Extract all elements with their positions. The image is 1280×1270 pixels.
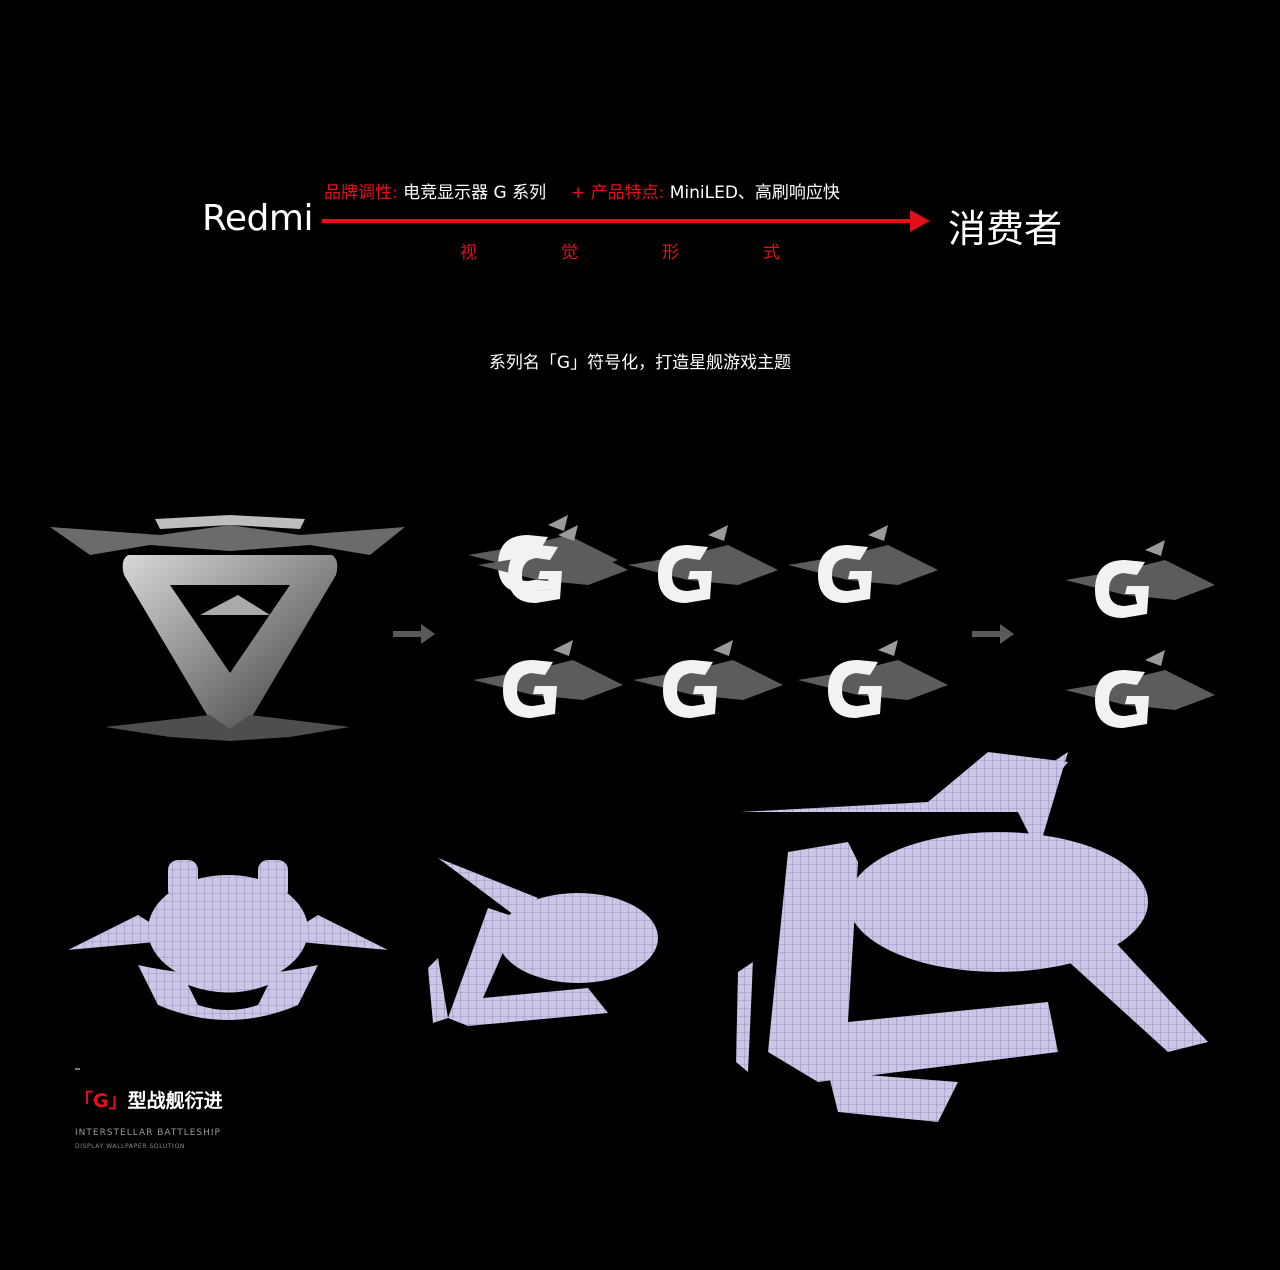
caption-bracket: 「G」 bbox=[74, 1090, 128, 1112]
tagline: 系列名「G」符号化，打造星舰游戏主题 bbox=[488, 353, 792, 373]
feature-value: MiniLED、高刷响应快 bbox=[669, 183, 840, 203]
concept-sketch-grid bbox=[468, 515, 948, 718]
final-concepts bbox=[1065, 540, 1215, 728]
battleship-render bbox=[50, 515, 405, 741]
visual-char-1: 视 bbox=[460, 243, 477, 263]
caption-title-text: 型战舰衍进 bbox=[127, 1090, 223, 1112]
process-arrow-1 bbox=[393, 624, 437, 644]
wireframe-model-angle bbox=[428, 858, 658, 1026]
caption-subtitle-2: DISPLAY WALLPAPER SOLUTION bbox=[75, 1143, 185, 1150]
visual-char-4: 式 bbox=[763, 243, 780, 263]
feature-label: + 产品特点: bbox=[570, 183, 665, 203]
visual-char-3: 形 bbox=[662, 243, 679, 263]
process-arrow-2 bbox=[972, 624, 1016, 644]
caption-tick bbox=[75, 1068, 80, 1070]
visual-char-2: 觉 bbox=[561, 243, 578, 263]
wireframe-model-front bbox=[68, 860, 388, 1020]
brand-name: Redmi bbox=[202, 198, 313, 239]
wireframe-model-hero bbox=[736, 752, 1208, 1122]
caption-subtitle: INTERSTELLAR BATTLESHIP bbox=[75, 1128, 221, 1138]
tone-value: 电竞显示器 G 系列 bbox=[403, 183, 547, 203]
brand-tone-line: 品牌调性: 电竞显示器 G 系列 + 产品特点: MiniLED、高刷响应快 bbox=[324, 178, 840, 203]
target-consumer: 消费者 bbox=[948, 207, 1063, 251]
flow-arrow-shaft bbox=[322, 219, 912, 223]
flow-arrow-head bbox=[910, 210, 930, 232]
caption-title: 「G」型战舰衍进 bbox=[74, 1086, 223, 1113]
tone-label: 品牌调性: bbox=[324, 183, 398, 203]
